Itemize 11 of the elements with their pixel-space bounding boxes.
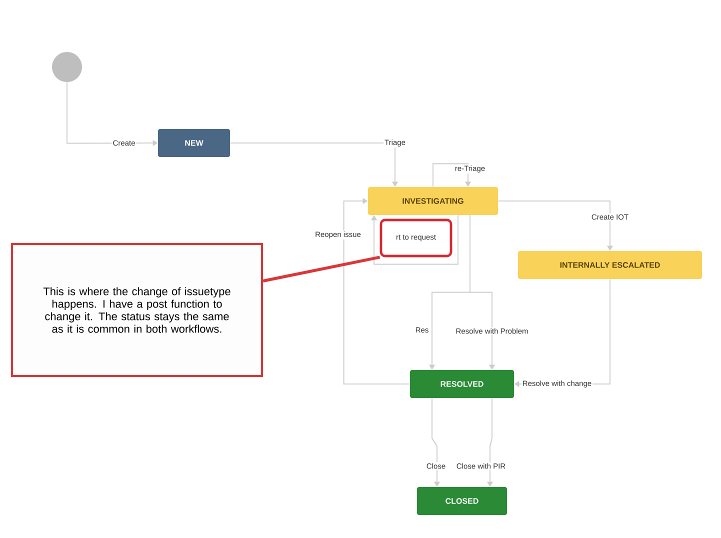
- status-box: NEW: [158, 129, 230, 157]
- arrow: [370, 214, 458, 265]
- status-box: INVESTIGATING: [368, 187, 498, 215]
- highlight-box: [380, 218, 452, 258]
- start-circle: [52, 52, 82, 82]
- status-box: INTERNALLY ESCALATED: [518, 251, 702, 279]
- status-box: CLOSED: [417, 487, 507, 515]
- status-box: RESOLVED: [410, 370, 514, 398]
- arrow: [432, 163, 472, 188]
- callout-box: This is where the change of issuetype happens. I have a post function to change it. The status stays the same as it is common in both workflows.: [11, 243, 263, 377]
- arrow: [343, 198, 410, 384]
